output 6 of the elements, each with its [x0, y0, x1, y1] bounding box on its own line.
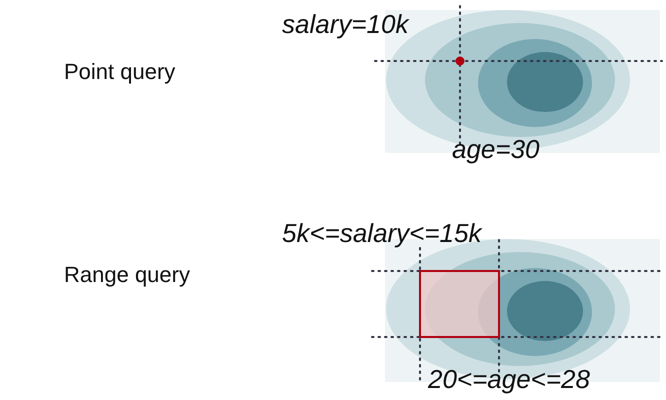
range-label: 20<=age<=28 [428, 366, 590, 392]
axis-value-label: age=30 [452, 136, 540, 162]
range-label: 5k<=salary<=15k [282, 220, 482, 246]
query-type-label: Range query [64, 264, 190, 286]
axis-value-label: salary=10k [282, 11, 408, 37]
query-type-label: Point query [64, 61, 176, 83]
